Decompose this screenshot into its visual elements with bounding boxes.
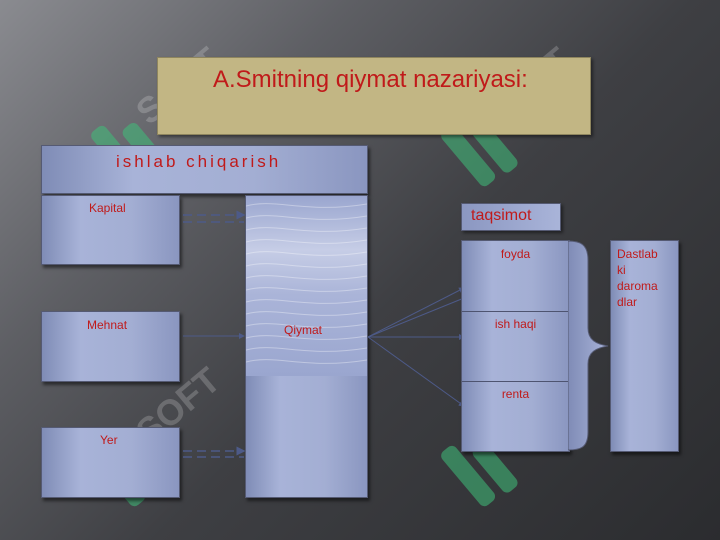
distribution-header-label: taqsimot bbox=[471, 207, 532, 224]
title-box: A.Smitning qiymat nazariyasi: bbox=[157, 57, 591, 135]
distribution-item-ish-haqi: ish haqi bbox=[494, 317, 537, 331]
distribution-header-box: taqsimot bbox=[461, 203, 561, 231]
production-header-label: ishlab chiqarish bbox=[116, 152, 282, 171]
value-box: Qiymat bbox=[245, 195, 368, 498]
slide-title: A.Smitning qiymat nazariyasi: bbox=[213, 66, 528, 93]
factor-label-mehnat: Mehnat bbox=[87, 318, 128, 332]
initial-incomes-label: Dastlab ki daroma dlar bbox=[617, 247, 658, 309]
value-label: Qiymat bbox=[284, 323, 323, 337]
factor-box-kapital: Kapital bbox=[41, 195, 180, 265]
distribution-box: foyda ish haqi renta bbox=[461, 240, 570, 452]
factor-box-mehnat: Mehnat bbox=[41, 311, 180, 382]
distribution-item-foyda: foyda bbox=[500, 247, 531, 261]
right-brace bbox=[568, 240, 609, 451]
distribution-item-renta: renta bbox=[501, 387, 530, 401]
distribution-divider bbox=[462, 381, 569, 382]
factor-label-kapital: Kapital bbox=[89, 201, 126, 215]
factor-label-yer: Yer bbox=[100, 433, 118, 447]
initial-incomes-box: Dastlab ki daroma dlar bbox=[610, 240, 679, 452]
distribution-divider bbox=[462, 311, 569, 312]
production-header-box: ishlab chiqarish bbox=[41, 145, 368, 194]
wave-texture bbox=[246, 196, 367, 376]
factor-box-yer: Yer bbox=[41, 427, 180, 498]
